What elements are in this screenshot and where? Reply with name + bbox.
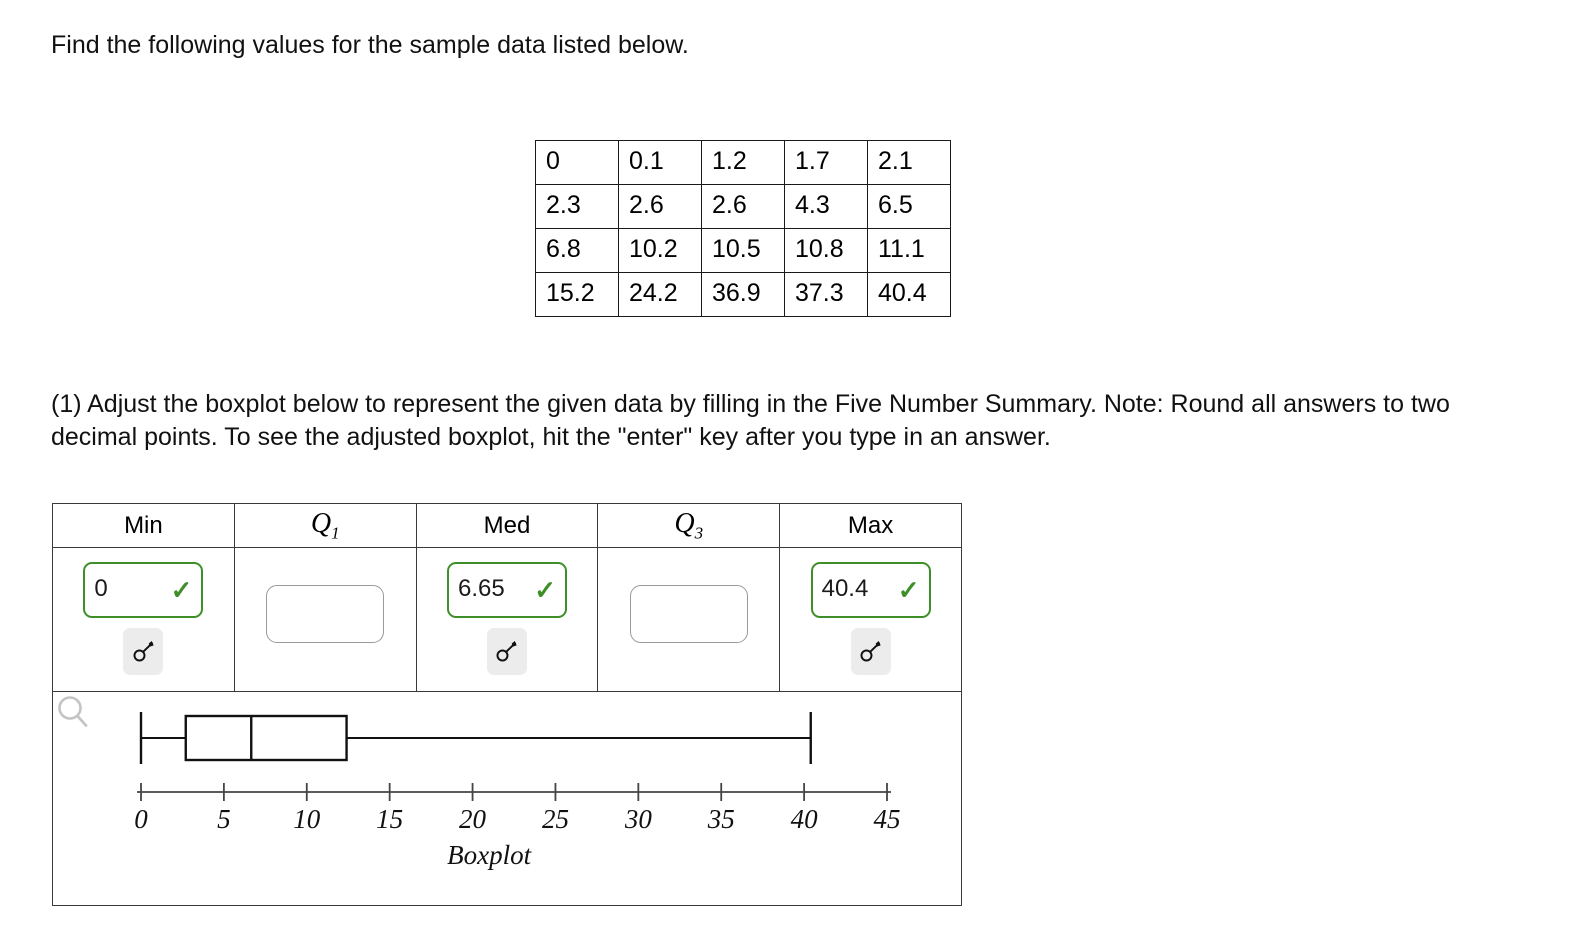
summary-answer-row: 0✓6.65✓40.4✓	[52, 547, 962, 692]
summary-cell-max: 40.4 ✓	[779, 547, 962, 692]
data-cell: 6.8	[535, 228, 619, 273]
data-cell: 2.6	[701, 184, 785, 229]
summary-cell-q1	[233, 547, 417, 692]
boxplot-title: Boxplot	[447, 840, 532, 870]
summary-header-min: Min	[52, 503, 235, 548]
max-input-value: 40.4	[821, 575, 869, 602]
correct-checkmark-icon: ✓	[170, 575, 193, 605]
data-cell: 2.6	[618, 184, 702, 229]
key-icon	[860, 640, 881, 662]
magnifier-icon[interactable]	[53, 692, 93, 732]
data-cell: 24.2	[618, 272, 702, 317]
summary-header-q3: Q3	[597, 503, 781, 548]
summary-cell-med: 6.65 ✓	[415, 547, 599, 692]
x-tick-label: 35	[707, 804, 735, 834]
data-cell: 1.7	[784, 140, 868, 185]
data-cell: 4.3	[784, 184, 868, 229]
question-text: (1) Adjust the boxplot below to represen…	[51, 390, 1450, 452]
x-tick-label: 5	[217, 804, 231, 834]
data-cell: 40.4	[867, 272, 951, 317]
data-cell: 2.3	[535, 184, 619, 229]
q1-input[interactable]	[266, 584, 385, 643]
cell-content	[235, 548, 416, 691]
x-tick-label: 20	[459, 804, 487, 834]
cell-content	[598, 548, 779, 691]
med-answer-key-button[interactable]	[486, 628, 527, 675]
x-tick-label: 15	[376, 804, 403, 834]
min-input-value: 0	[94, 575, 108, 602]
data-cell: 37.3	[784, 272, 868, 317]
med-input[interactable]: 6.65 ✓	[446, 562, 567, 618]
min-answer-key-button[interactable]	[123, 628, 164, 675]
correct-checkmark-icon: ✓	[897, 575, 920, 605]
key-icon	[133, 640, 154, 662]
x-tick-label: 45	[874, 804, 901, 834]
data-cell: 0.1	[618, 140, 702, 185]
x-tick-label: 40	[791, 804, 819, 834]
data-cell: 0	[535, 140, 619, 185]
summary-cell-min: 0✓	[52, 547, 235, 692]
med-input-value: 6.65	[457, 575, 505, 602]
data-cell: 10.5	[701, 228, 785, 273]
data-cell: 2.1	[867, 140, 951, 185]
data-cell: 1.2	[701, 140, 785, 185]
data-cell: 15.2	[535, 272, 619, 317]
x-tick-label: 10	[293, 804, 321, 834]
max-answer-key-button[interactable]	[850, 628, 891, 675]
q3-input[interactable]	[629, 584, 748, 643]
cell-content: 6.65 ✓	[417, 548, 598, 679]
data-cell: 10.2	[618, 228, 702, 273]
data-cell: 36.9	[701, 272, 785, 317]
min-input[interactable]: 0✓	[83, 562, 204, 618]
summary-cell-q3	[597, 547, 781, 692]
x-tick-label: 0	[134, 804, 148, 834]
data-cell: 10.8	[784, 228, 868, 273]
summary-header-q1: Q1	[233, 503, 417, 548]
data-cell: 6.5	[867, 184, 951, 229]
correct-checkmark-icon: ✓	[534, 575, 556, 605]
summary-header-med: Med	[415, 503, 599, 548]
x-tick-label: 25	[542, 804, 569, 834]
data-cell: 11.1	[867, 228, 951, 273]
max-input[interactable]: 40.4 ✓	[810, 562, 931, 618]
key-icon	[496, 640, 518, 662]
summary-header-max: Max	[779, 503, 962, 548]
cell-content: 40.4 ✓	[780, 548, 961, 679]
cell-content: 0✓	[53, 548, 234, 679]
x-tick-label: 30	[624, 804, 653, 834]
page-prompt: Find the following values for the sample…	[51, 31, 689, 59]
